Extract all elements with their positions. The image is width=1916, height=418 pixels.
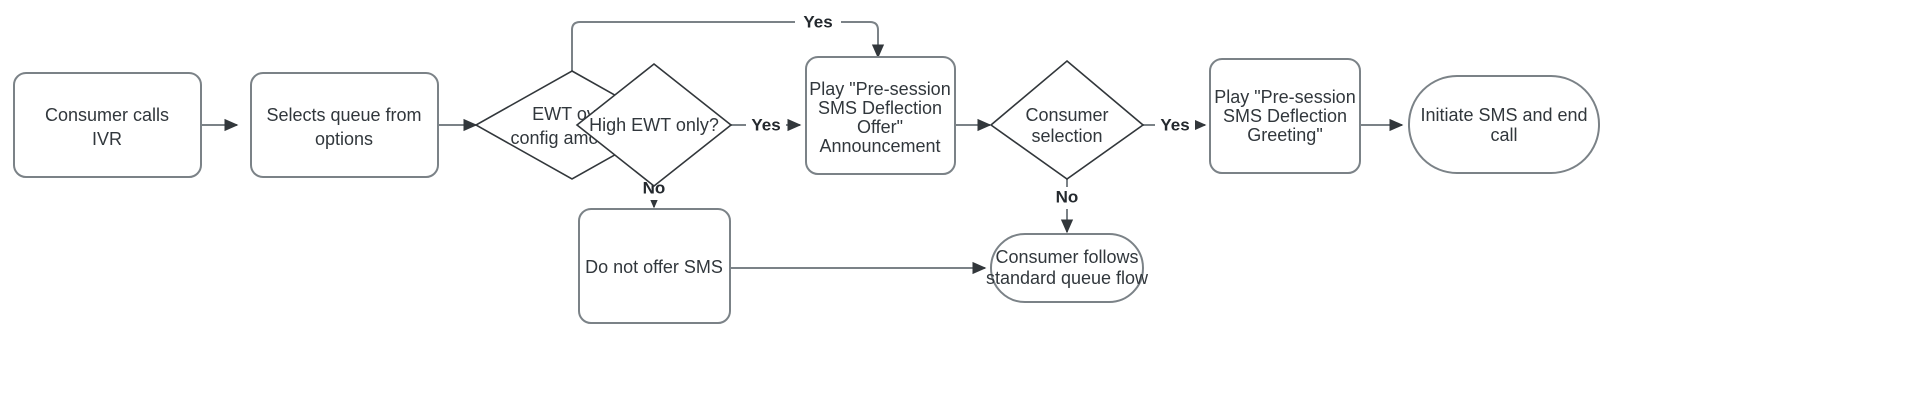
edge-consumer-selection-no-to-standard-queue-flow: No — [1049, 179, 1085, 234]
node-high-ewt-only-label: High EWT only? — [589, 115, 719, 135]
node-play-greeting-line-2: SMS Deflection — [1223, 106, 1347, 126]
node-consumer-calls-ivr[interactable]: Consumer calls IVR — [13, 72, 202, 178]
node-play-offer-announcement-line-2: SMS Deflection — [818, 98, 942, 118]
node-play-greeting[interactable]: Play "Pre-session SMS Deflection Greetin… — [1209, 58, 1361, 174]
node-standard-queue-flow[interactable]: Consumer follows standard queue flow — [986, 233, 1149, 303]
node-consumer-selection[interactable]: Consumer selection — [989, 59, 1145, 180]
node-initiate-sms-end-call-line-2: call — [1490, 125, 1517, 145]
node-consumer-selection-line-1: Consumer — [1025, 105, 1108, 125]
node-initiate-sms-end-call[interactable]: Initiate SMS and end call — [1408, 75, 1600, 174]
node-selects-queue-line-1: Selects queue from — [266, 105, 421, 125]
node-play-offer-announcement[interactable]: Play "Pre-session SMS Deflection Offer" … — [805, 56, 956, 175]
node-initiate-sms-end-call-line-1: Initiate SMS and end — [1420, 105, 1587, 125]
edge-high-ewt-only-yes-to-play-offer-announcement: Yes — [731, 114, 802, 136]
node-play-greeting-line-3: Greeting" — [1247, 125, 1322, 145]
node-play-offer-announcement-line-3: Offer" — [857, 117, 903, 137]
edge-label-yes-consumer-selection: Yes — [1160, 115, 1189, 134]
node-selects-queue[interactable]: Selects queue from options — [250, 72, 439, 178]
node-consumer-calls-ivr-line-1: Consumer calls — [45, 105, 169, 125]
edge-ewt-over-config-yes-to-play-offer-announcement: Yes — [571, 11, 885, 71]
node-play-offer-announcement-line-1: Play "Pre-session — [809, 79, 950, 99]
edge-label-yes-high-ewt: Yes — [751, 115, 780, 134]
node-high-ewt-only[interactable]: High EWT only? — [575, 62, 733, 188]
node-standard-queue-flow-line-1: Consumer follows — [995, 247, 1138, 267]
node-do-not-offer-sms[interactable]: Do not offer SMS — [578, 208, 731, 324]
edge-label-yes-ewt: Yes — [803, 12, 832, 31]
edge-label-no-consumer-selection: No — [1056, 187, 1079, 206]
edge-label-no-high-ewt: No — [643, 178, 666, 197]
node-consumer-selection-line-2: selection — [1031, 126, 1102, 146]
node-consumer-calls-ivr-line-2: IVR — [92, 129, 122, 149]
node-play-offer-announcement-line-4: Announcement — [819, 136, 940, 156]
node-selects-queue-line-2: options — [315, 129, 373, 149]
node-play-greeting-line-1: Play "Pre-session — [1214, 87, 1355, 107]
edge-consumer-selection-yes-to-play-greeting: Yes — [1143, 114, 1207, 136]
node-do-not-offer-sms-label: Do not offer SMS — [585, 257, 723, 277]
node-standard-queue-flow-line-2: standard queue flow — [986, 268, 1149, 288]
